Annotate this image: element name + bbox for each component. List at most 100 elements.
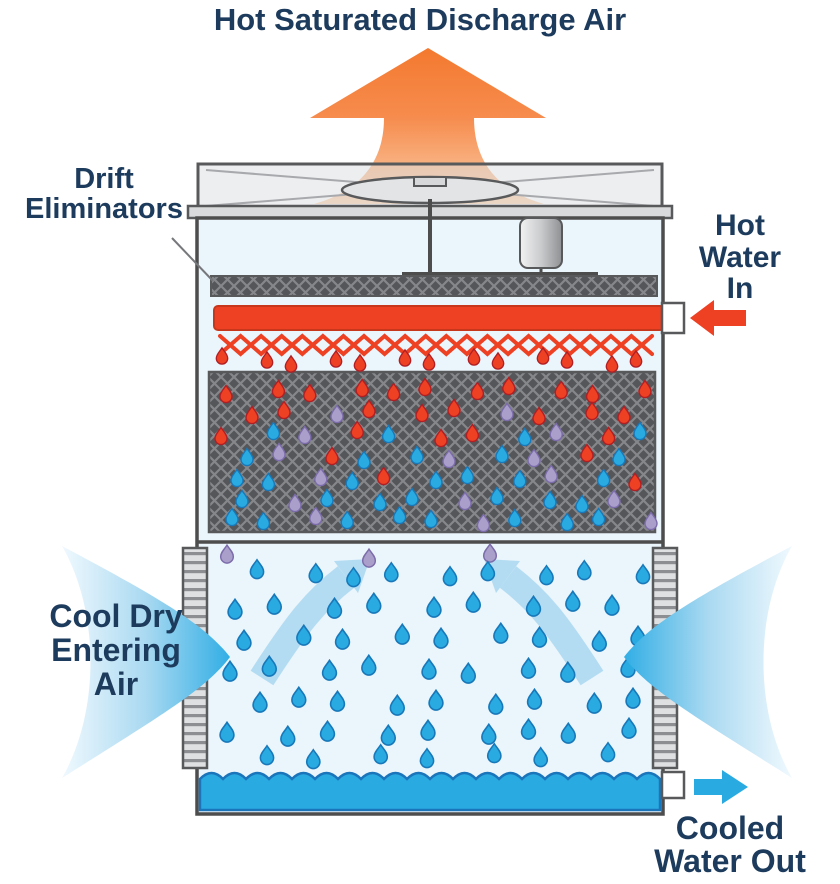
blue-water-droplet	[460, 661, 477, 684]
blue-water-droplet	[621, 716, 637, 739]
blue-water-droplet	[460, 465, 475, 485]
blue-water-droplet	[373, 492, 387, 512]
red-water-droplet	[303, 383, 317, 403]
purple-water-droplet	[644, 511, 658, 531]
red-water-droplet	[465, 423, 480, 443]
red-water-droplet	[470, 381, 485, 401]
red-water-droplet	[585, 401, 599, 421]
blue-water-droplet	[320, 488, 334, 508]
blue-water-droplet	[490, 486, 504, 506]
blue-water-droplet	[261, 472, 276, 492]
blue-water-droplet	[266, 592, 283, 615]
blue-water-droplet	[319, 719, 336, 742]
red-water-droplet	[629, 349, 643, 368]
cooled-water-outlet-flange	[660, 770, 686, 800]
blue-water-droplet	[410, 445, 424, 465]
drift-eliminators-band	[210, 275, 658, 297]
drift-eliminators-label-line2: Eliminators	[25, 193, 183, 226]
blue-water-droplet	[266, 421, 281, 441]
droplets-layer	[214, 346, 658, 770]
blue-water-droplet	[421, 657, 437, 680]
drift-eliminators-callout-line	[171, 237, 214, 282]
blue-water-droplet	[591, 507, 606, 527]
red-water-droplet	[447, 398, 461, 418]
blue-water-droplet	[256, 511, 271, 531]
purple-water-droplet	[458, 491, 472, 511]
purple-water-droplet	[476, 513, 491, 533]
blue-water-droplet	[420, 718, 436, 741]
cooled-water-out-label: Cooled Water Out	[622, 812, 838, 877]
purple-water-droplet	[527, 448, 541, 468]
cool-dry-label-line1: Cool Dry	[49, 598, 183, 634]
red-water-droplet	[215, 346, 229, 365]
blue-water-droplet	[575, 494, 589, 514]
blue-water-droplet	[222, 659, 238, 682]
red-water-droplet	[467, 347, 481, 366]
red-water-droplet	[245, 405, 259, 425]
blue-water-droplet	[429, 470, 443, 490]
red-water-droplet	[638, 379, 652, 399]
blue-water-droplet	[493, 621, 509, 644]
blue-water-droplet	[249, 558, 265, 580]
cool-dry-label-line3: Air	[93, 666, 139, 703]
hot-water-in-label-line1: Hot	[715, 209, 765, 242]
red-water-droplet	[628, 472, 642, 492]
blue-water-droplet	[394, 622, 411, 645]
blue-water-droplet	[383, 561, 399, 583]
cooled-water-out-label-line1: Cooled	[675, 810, 785, 846]
entering-air-arrow-right	[624, 546, 792, 778]
red-water-droplet	[560, 350, 574, 369]
blue-water-droplet	[240, 447, 254, 467]
cool-dry-label-line2: Entering	[51, 632, 181, 669]
red-water-droplet	[376, 466, 391, 486]
red-water-droplet	[271, 379, 286, 399]
blue-water-droplet	[591, 629, 608, 652]
blue-water-droplet	[442, 565, 458, 587]
blue-water-droplet	[520, 656, 537, 679]
blue-water-droplet	[366, 591, 382, 614]
blue-water-droplet	[488, 692, 504, 715]
spray-nozzles	[218, 333, 654, 357]
blue-water-droplet	[296, 623, 312, 646]
blue-water-droplet	[424, 509, 438, 529]
blue-water-droplet	[481, 722, 497, 745]
blue-water-droplet	[326, 596, 343, 619]
purple-water-droplet	[544, 464, 558, 484]
red-water-droplet	[502, 376, 516, 396]
blue-water-droplet	[586, 691, 603, 714]
purple-water-droplet	[298, 425, 312, 445]
blue-water-droplet	[543, 490, 557, 510]
blue-water-droplet	[373, 743, 389, 765]
blue-water-droplet	[508, 508, 522, 528]
red-water-droplet	[277, 400, 291, 420]
purple-water-droplet	[549, 422, 563, 442]
cooled-water-out-label-line2: Water Out	[654, 842, 806, 879]
red-water-droplet	[617, 405, 631, 425]
red-water-droplet	[214, 426, 228, 446]
blue-water-droplet	[361, 653, 377, 676]
drift-eliminators-label-line1: Drift	[74, 163, 134, 195]
red-water-droplet	[536, 346, 550, 365]
blue-water-droplet	[633, 421, 647, 441]
blue-water-droplet	[235, 489, 249, 509]
blue-water-droplet	[252, 690, 268, 713]
blue-water-droplet	[261, 654, 278, 677]
blue-water-droplet	[576, 559, 592, 581]
blue-water-droplet	[280, 724, 296, 747]
blue-water-droplet	[526, 687, 543, 710]
red-water-droplet	[353, 353, 367, 372]
blue-water-droplet	[465, 590, 482, 613]
hot-water-pipe	[213, 305, 665, 331]
blue-water-droplet	[321, 658, 338, 681]
blue-water-droplet	[329, 689, 346, 712]
blue-water-droplet	[612, 447, 626, 467]
blue-water-droplet	[428, 688, 444, 711]
red-water-droplet	[415, 403, 429, 423]
blue-water-droplet	[380, 723, 397, 746]
cool-dry-entering-air-label: Cool Dry Entering Air	[16, 599, 216, 702]
red-water-droplet	[350, 420, 364, 440]
red-water-droplet	[491, 351, 505, 370]
blue-water-droplet	[392, 505, 407, 525]
purple-water-droplet	[482, 542, 498, 563]
